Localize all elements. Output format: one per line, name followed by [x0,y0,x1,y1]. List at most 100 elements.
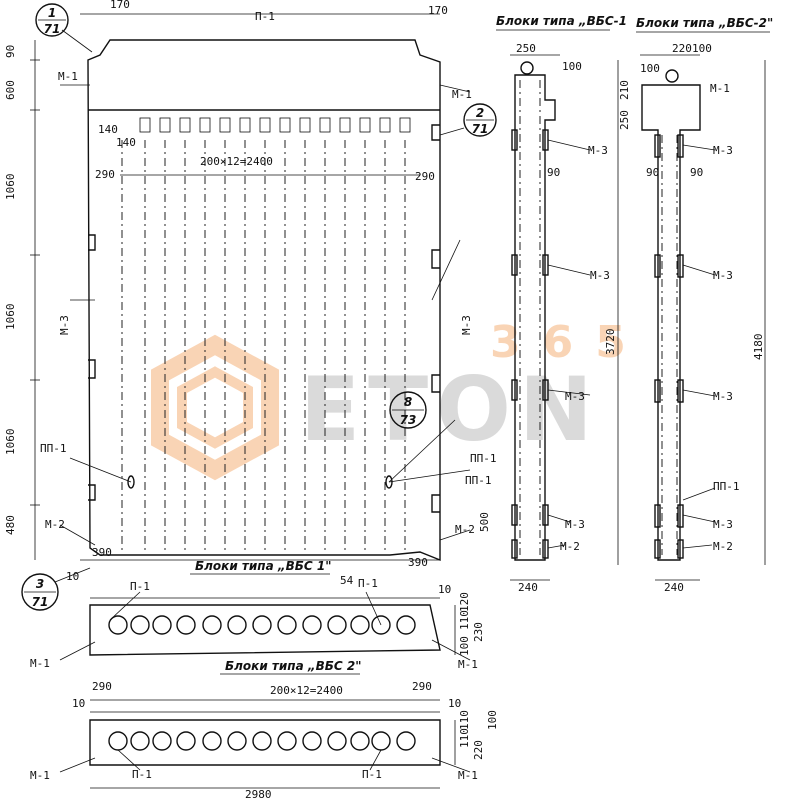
mark-p1-plan2-left: П-1 [132,768,152,781]
dim-54: 54 [340,574,354,587]
dim-110-c: 110 [458,710,471,730]
mark-m3-vbs1-4: М-3 [565,518,585,531]
dim-220-b: 220 [472,740,485,760]
callout-top: 2 [476,106,484,120]
dim-600: 600 [4,80,17,100]
dim-110: 110 [458,610,471,630]
dim-100-d: 100 [458,636,471,656]
dim-1060-a: 1060 [4,174,17,201]
dim-250: 250 [516,42,536,55]
callout-top: 3 [36,577,44,591]
mark-m2-right: М-2 [455,523,475,536]
void-centerlines [121,140,406,550]
mark-m1-plan2-right: М-1 [458,769,478,782]
void-circles-vbs2 [108,731,416,751]
dim-100-a: 100 [562,60,582,73]
mark-m2-vbs1: М-2 [560,540,580,553]
dim-100-e: 100 [486,710,499,730]
dim-290-plan2-right: 290 [412,680,432,693]
callout-1-71: 1 71 [35,3,93,53]
dim-170-left: 170 [110,0,130,11]
dim-3720: 3720 [604,329,617,356]
dim-120: 120 [458,592,471,612]
dim-90: 90 [4,45,17,58]
title-vbs2-bottom: Блоки типа „ВБС 2" [225,659,361,673]
side-section-vbs1: Блоки типа „ВБС-1 [496,14,627,581]
plan-vbs1: Блоки типа „ВБС 1" [59,559,471,661]
title-vbs1-side: Блоки типа „ВБС-1 [496,14,627,28]
mark-m3-left: М-3 [58,315,71,335]
mark-p1-plan1-right: П-1 [358,577,378,590]
callout-8-73: 8 73 [389,391,427,429]
dim-240-vbs1: 240 [518,581,538,594]
dim-2980: 2980 [245,788,272,800]
mark-pp1-right: ПП-1 [470,452,497,465]
mark-pp1-vbs2: ПП-1 [713,480,740,493]
void-circles-vbs1 [108,615,416,635]
dim-100-c: 100 [640,62,660,75]
dim-10-d: 10 [448,697,461,710]
mark-m3-vbs2-2: М-3 [713,269,733,282]
callout-bottom: 73 [400,413,417,427]
dim-140-b: 140 [116,136,136,149]
dim-pitch-plan2: 200×12=2400 [270,684,343,697]
mark-m2-vbs2: М-2 [713,540,733,553]
dim-240-vbs2: 240 [664,581,684,594]
mark-m3-vbs2-4: М-3 [713,518,733,531]
callout-2-71: 2 71 [439,103,497,137]
watermark-word: ETON [300,358,601,461]
dim-290-left: 290 [95,168,115,181]
mark-m1-plan1-right: М-1 [458,658,478,671]
mark-m1-plan1-left: М-1 [30,657,50,670]
mark-m1-plan2-left: М-1 [30,769,50,782]
callout-top: 1 [48,6,56,20]
mark-p1-plan2-right: П-1 [362,768,382,781]
plan-vbs2: Блоки типа „ВБС 2" [59,659,471,789]
dim-90-vbs1: 90 [547,166,560,179]
main-panel-elevation [30,13,471,562]
mark-pp1-vbs1: ПП-1 [465,474,492,487]
mark-m1-top-left: М-1 [58,70,78,83]
dim-110-b: 110 [458,728,471,748]
dim-210: 210 [618,80,631,100]
watermark-hexagon-logo [151,334,279,481]
dim-90-vbs2-l: 90 [646,166,659,179]
watermark: 365 ETON [151,317,648,481]
dim-220: 220 [672,42,692,55]
dim-1060-b: 1060 [4,304,17,331]
mark-m3-vbs1-3: М-3 [565,390,585,403]
dim-4180: 4180 [752,334,765,361]
callout-3-71: 3 71 [21,567,91,611]
dim-10-b: 10 [438,583,451,596]
dim-500: 500 [478,512,491,532]
dim-390-left: 390 [92,546,112,559]
mark-p1-plan1: П-1 [130,580,150,593]
dim-250-b: 250 [618,110,631,130]
dim-pitch-main: 200×12=2400 [200,155,273,168]
callout-top: 8 [404,395,412,409]
dim-10-c: 10 [72,697,85,710]
dim-170-right: 170 [428,4,448,17]
mark-m2-left: М-2 [45,518,65,531]
callout-bottom: 71 [32,595,49,609]
watermark-hexagon-inner [177,366,253,449]
dim-390-right: 390 [408,556,428,569]
side-section-vbs2: Блоки типа „ВБС-2" [636,16,773,581]
dim-230: 230 [472,622,485,642]
mark-m3-vbs1-2: М-3 [590,269,610,282]
dim-140: 140 [98,123,118,136]
mark-m1-vbs2: М-1 [710,82,730,95]
mark-m3-right: М-3 [460,315,473,335]
dim-90-vbs2-r: 90 [690,166,703,179]
mark-m3-vbs2-3: М-3 [713,390,733,403]
mark-m1-top-right: М-1 [452,88,472,101]
mark-m3-vbs2-1: М-3 [713,144,733,157]
embedded-plates-vbs2 [654,134,684,559]
watermark-digits: 365 [490,317,648,368]
dim-480: 480 [4,515,17,535]
mark-m3-vbs1-1: М-3 [588,144,608,157]
dim-100-b: 100 [692,42,712,55]
dim-290-plan2-left: 290 [92,680,112,693]
mark-p1-top: П-1 [255,10,275,23]
